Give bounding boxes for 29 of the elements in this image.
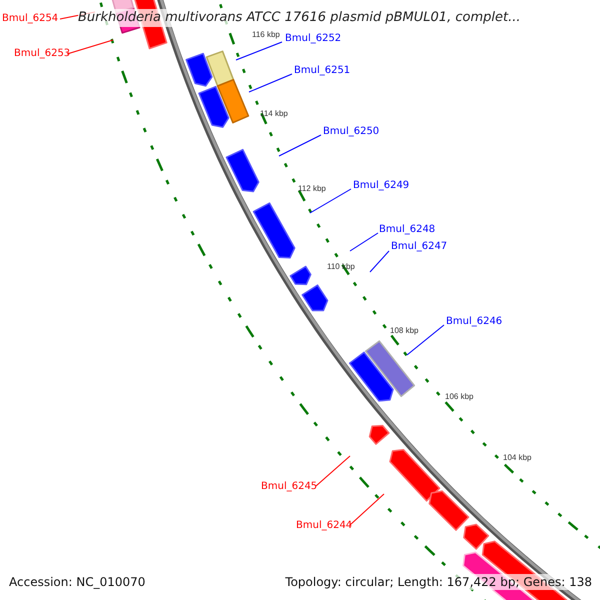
topology-text: Topology: circular; Length: 167,422 bp; Genes: 138 [285,574,592,590]
leader-line [350,232,378,252]
gene-label: Bmul_6245 [261,480,318,493]
scale-label: 106 kbp [445,392,474,401]
gene-label: Bmul_6249 [353,179,410,192]
leader-line [406,324,444,356]
gene-label: Bmul_6251 [294,64,350,77]
leader-line [350,494,384,526]
scale-label: 104 kbp [503,453,532,462]
gene-label: Bmul_6248 [379,223,436,236]
leader-line [370,250,390,272]
scale-label: 114 kbp [260,109,288,118]
gene-label: Bmul_6253 [14,47,70,60]
leader-line [278,134,322,156]
leader-line [248,74,292,92]
gene-label: Bmul_6244 [296,519,352,532]
leader-line [66,40,114,54]
gene-label: Bmul_6254 [2,12,58,25]
accession-text: Accession: NC_010070 [9,574,146,590]
leader-line [236,42,282,60]
gene-label: Bmul_6247 [391,240,448,253]
scale-label: 116 kbp [252,30,280,39]
gene-label: Bmul_6250 [323,125,380,138]
leader-line [316,456,350,486]
gene-label: Bmul_6246 [446,315,502,328]
gene-label: Bmul_6252 [285,32,342,45]
scale-label: 112 kbp [298,184,326,193]
leader-line [310,188,352,214]
scale-label: 108 kbp [390,326,418,335]
